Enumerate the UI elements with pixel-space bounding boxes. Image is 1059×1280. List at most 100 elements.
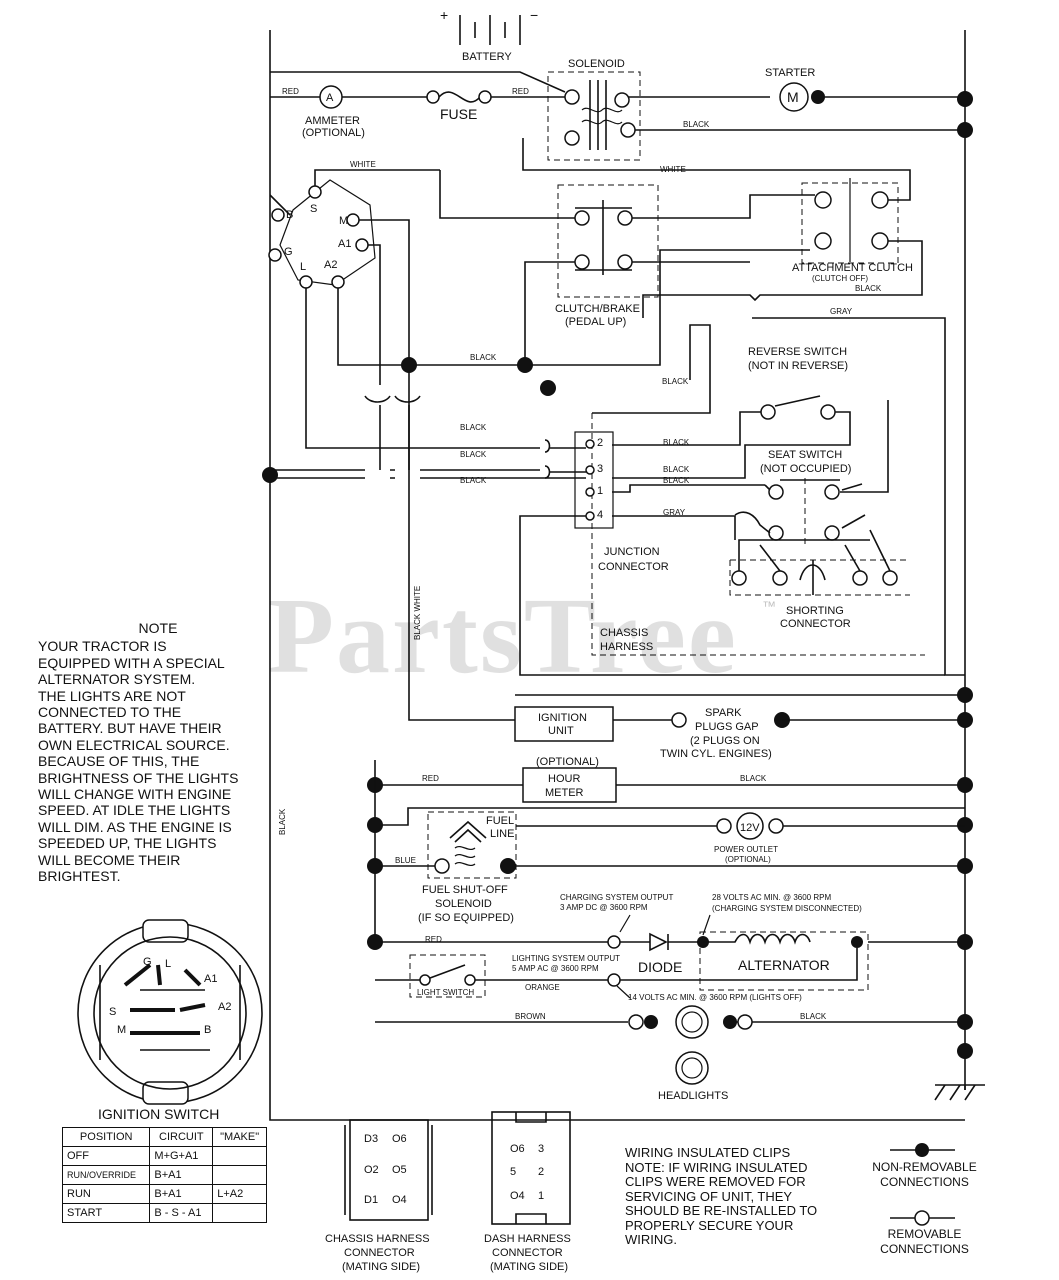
legend-symbols — [890, 1143, 955, 1226]
table-cell: M+G+A1 — [149, 1146, 214, 1166]
face-label-l: L — [165, 958, 171, 970]
reverse-switch: REVERSE SWITCH (NOT IN REVERSE) — [612, 346, 851, 479]
table-cell: B+A1 — [149, 1184, 214, 1204]
charging-output-label-2: 3 AMP DC @ 3600 RPM — [560, 903, 648, 912]
table-cell — [212, 1165, 267, 1185]
fuel-solenoid-label-3: (IF SO EQUIPPED) — [418, 912, 514, 924]
volts28-label-2: (CHARGING SYSTEM DISCONNECTED) — [712, 904, 862, 913]
wire-black-j2: BLACK — [460, 450, 487, 459]
fuel-solenoid-label-1: FUEL SHUT-OFF — [422, 884, 508, 896]
headlights: BROWN BLACK HEADLIGHTS — [375, 1005, 973, 1102]
table-header: CIRCUIT — [149, 1127, 214, 1147]
junction-pin-4: 4 — [597, 509, 603, 521]
charging-output-label-1: CHARGING SYSTEM OUTPUT — [560, 893, 673, 902]
wire-black-bottom: BLACK — [800, 1012, 827, 1021]
ammeter-label: AMMETER — [305, 115, 360, 127]
junction-pin-3: 3 — [597, 463, 603, 475]
clutch-brake-sub-label: (PEDAL UP) — [565, 316, 626, 328]
shorting-label-1: SHORTING — [786, 605, 844, 617]
terminal-s: S — [310, 203, 317, 215]
spark-plugs-label-2: PLUGS GAP — [695, 721, 759, 733]
spark-plugs-label-3: (2 PLUGS ON — [690, 735, 760, 747]
dash-pin-6: 1 — [538, 1190, 544, 1202]
hour-meter-label-2: METER — [545, 787, 584, 799]
chassis-pin-5: D1 — [364, 1194, 378, 1206]
hour-meter: (OPTIONAL) HOUR METER RED BLACK — [367, 756, 973, 803]
wire-black-solenoid: BLACK — [683, 120, 710, 129]
ignition-unit: IGNITION UNIT SPARK PLUGS GAP (2 PLUGS O… — [514, 687, 973, 760]
wire-red-2: RED — [512, 87, 529, 96]
note-body: YOUR TRACTOR IS EQUIPPED WITH A SPECIAL … — [38, 638, 239, 885]
headlights-label: HEADLIGHTS — [658, 1090, 728, 1102]
wire-black-j6: BLACK — [663, 476, 690, 485]
starter-label: STARTER — [765, 67, 815, 79]
terminal-l: L — [300, 261, 306, 273]
attachment-clutch-sub-label: (CLUTCH OFF) — [812, 274, 868, 283]
light-switch: RED LIGHT SWITCH ORANGE — [375, 935, 608, 998]
table-cell: RUN — [61, 1184, 151, 1204]
chassis-pin-4: O5 — [392, 1164, 407, 1176]
junction-label-2: CONNECTOR — [598, 561, 669, 573]
wire-white-2: WHITE — [660, 165, 686, 174]
junction-connector: 2 3 1 4 JUNCTION CONNECTOR — [574, 413, 925, 656]
battery-minus-label: − — [530, 7, 538, 23]
table-row: OFF M+G+A1 — [61, 1146, 267, 1166]
legend-non-removable-1: NON-REMOVABLE — [872, 1160, 977, 1174]
charging-system: CHARGING SYSTEM OUTPUT 3 AMP DC @ 3600 R… — [367, 893, 973, 1002]
solenoid: SOLENOID — [547, 58, 641, 161]
table-header-row: POSITION CIRCUIT "MAKE" — [61, 1127, 267, 1147]
ignition-unit-label-1: IGNITION — [538, 712, 587, 724]
shorting-label-2: CONNECTOR — [780, 618, 851, 630]
diode-label: DIODE — [638, 959, 682, 975]
fuel-shutoff-solenoid: BLUE FUEL SHUT-OFF SOLENOID (IF SO EQUIP… — [367, 856, 973, 924]
chassis-connector-label-3: (MATING SIDE) — [342, 1261, 420, 1273]
battery-label: BATTERY — [462, 51, 512, 63]
table-cell: B - S - A1 — [149, 1203, 214, 1223]
solenoid-label: SOLENOID — [568, 58, 625, 70]
wire-orange: ORANGE — [525, 983, 560, 992]
clips-note-line: WIRING. — [625, 1232, 677, 1247]
wire-black-main: BLACK — [470, 353, 497, 362]
seat-switch: SEAT SWITCH (NOT OCCUPIED) — [734, 400, 889, 545]
fuel-line-label-1: FUEL — [486, 815, 514, 827]
junction-pin-1: 1 — [597, 485, 603, 497]
clips-note-line: NOTE: IF WIRING INSULATED — [625, 1159, 808, 1175]
chassis-connector-label-2: CONNECTOR — [344, 1247, 415, 1259]
face-label-b: B — [204, 1024, 211, 1036]
fuel-line-label-2: LINE — [490, 828, 514, 840]
battery-plus-label: + — [440, 7, 448, 23]
wire-red-1: RED — [282, 87, 299, 96]
wire-blue: BLUE — [395, 856, 416, 865]
hour-meter-label-1: HOUR — [548, 773, 580, 785]
dash-pin-3: 5 — [510, 1166, 516, 1178]
wire-red-3: RED — [425, 935, 442, 944]
wire-white-1: WHITE — [350, 160, 376, 169]
table-cell — [212, 1203, 267, 1223]
fuse: FUSE — [426, 90, 492, 122]
terminal-a2: A2 — [324, 259, 337, 271]
light-switch-label: LIGHT SWITCH — [417, 988, 474, 997]
wire-black-left: BLACK — [278, 808, 287, 835]
clutch-brake-switch: CLUTCH/BRAKE (PEDAL UP) — [555, 184, 659, 328]
chassis-pin-3: O2 — [364, 1164, 379, 1176]
table-cell: RUN/OVERRIDE — [61, 1165, 151, 1185]
wire-black-white: BLACK WHITE — [413, 586, 422, 640]
ignition-switch-face: G L A1 S A2 M B — [77, 919, 263, 1105]
legend-non-removable: NON-REMOVABLE CONNECTIONS — [862, 1160, 987, 1189]
clips-note-line: WIRING INSULATED CLIPS — [625, 1145, 791, 1160]
frame-wires — [269, 30, 966, 1121]
wire-black-rev: BLACK — [662, 377, 689, 386]
lighting-output-label-1: LIGHTING SYSTEM OUTPUT — [512, 954, 620, 963]
table-cell: START — [61, 1203, 151, 1223]
wire-black-j4: BLACK — [663, 438, 690, 447]
table-row: RUN B+A1 L+A2 — [61, 1184, 267, 1204]
terminal-g: G — [284, 246, 293, 258]
fuel-line: FUEL LINE — [367, 807, 973, 879]
ammeter-optional-label: (OPTIONAL) — [302, 127, 365, 139]
volts14-label: 14 VOLTS AC MIN. @ 3600 RPM (LIGHTS OFF) — [628, 993, 802, 1002]
attachment-clutch-label: ATTACHMENT CLUTCH — [792, 262, 913, 274]
dash-pin-1: O6 — [510, 1143, 525, 1155]
chassis-harness-label-2: HARNESS — [600, 641, 653, 653]
wire-black-j1: BLACK — [460, 423, 487, 432]
dash-pin-5: O4 — [510, 1190, 525, 1202]
